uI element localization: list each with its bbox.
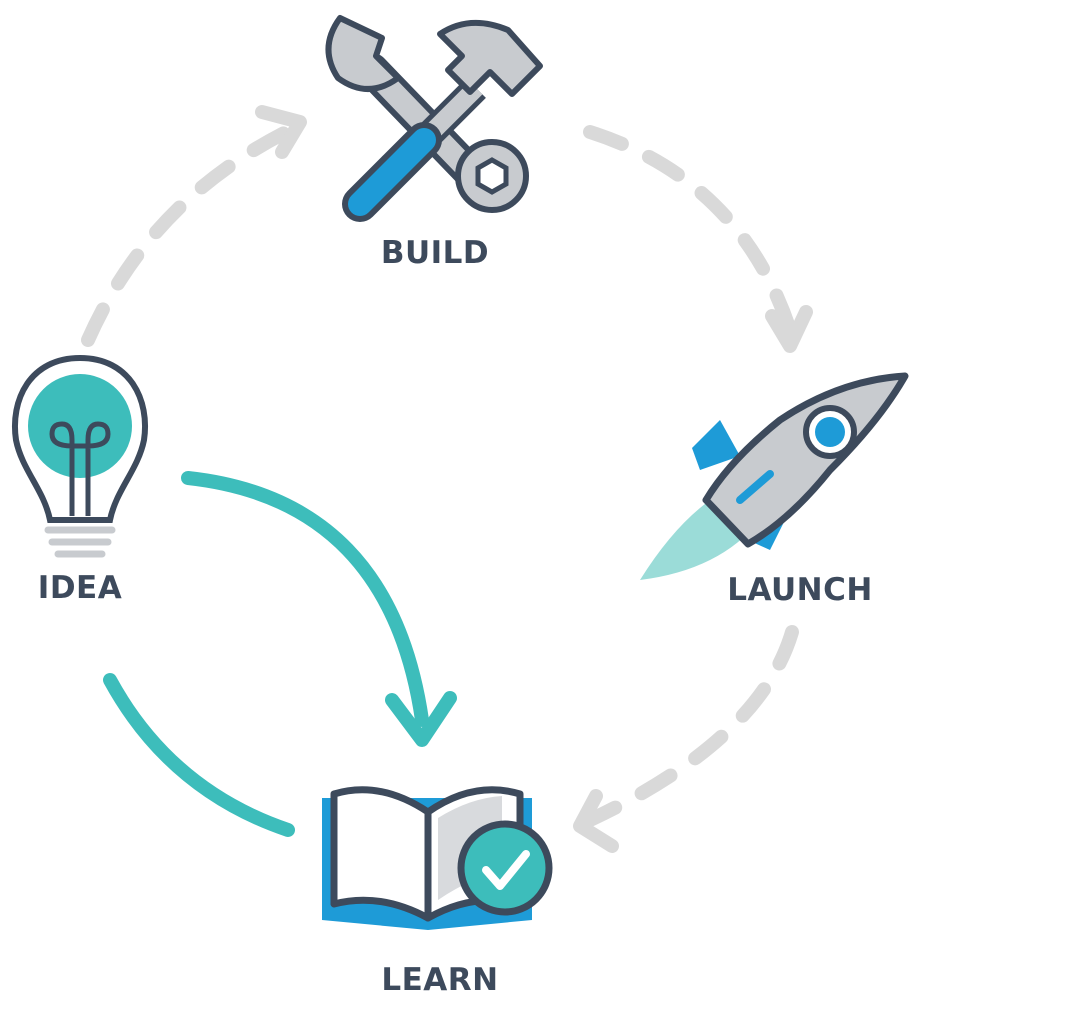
launch-label: LAUNCH <box>727 572 873 608</box>
arrow-idea-to-learn <box>181 471 457 747</box>
idea-label: IDEA <box>37 570 123 606</box>
arrow-build-to-launch <box>583 125 813 353</box>
wrench-hammer-icon <box>325 15 543 222</box>
build-label: BUILD <box>380 235 490 271</box>
arc-learn-to-idea <box>103 673 295 837</box>
rocket-icon <box>640 372 909 580</box>
lightbulb-icon <box>12 354 148 558</box>
open-book-check-icon <box>322 786 553 930</box>
learn-label: LEARN <box>381 962 499 998</box>
arrow-idea-to-build <box>81 105 307 347</box>
arrow-launch-to-learn <box>573 625 799 853</box>
